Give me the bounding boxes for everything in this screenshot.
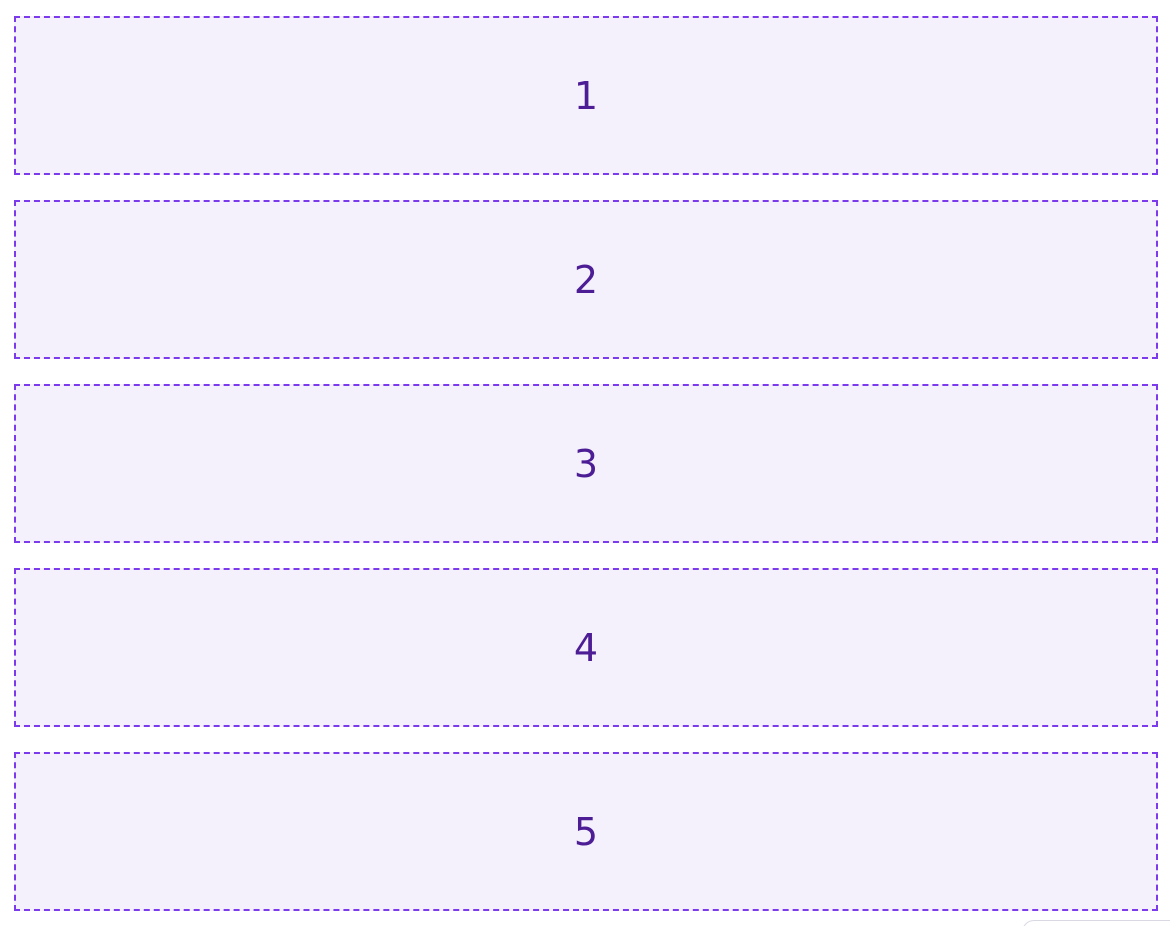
bottom-corner-tab: [1022, 920, 1170, 926]
box-number: 5: [573, 809, 599, 854]
box-4: 4: [14, 568, 1158, 727]
box-number: 2: [573, 257, 599, 302]
box-5: 5: [14, 752, 1158, 911]
box-number: 4: [573, 625, 599, 670]
box-1: 1: [14, 16, 1158, 175]
box-number: 3: [573, 441, 599, 486]
box-2: 2: [14, 200, 1158, 359]
box-3: 3: [14, 384, 1158, 543]
box-number: 1: [573, 73, 599, 118]
